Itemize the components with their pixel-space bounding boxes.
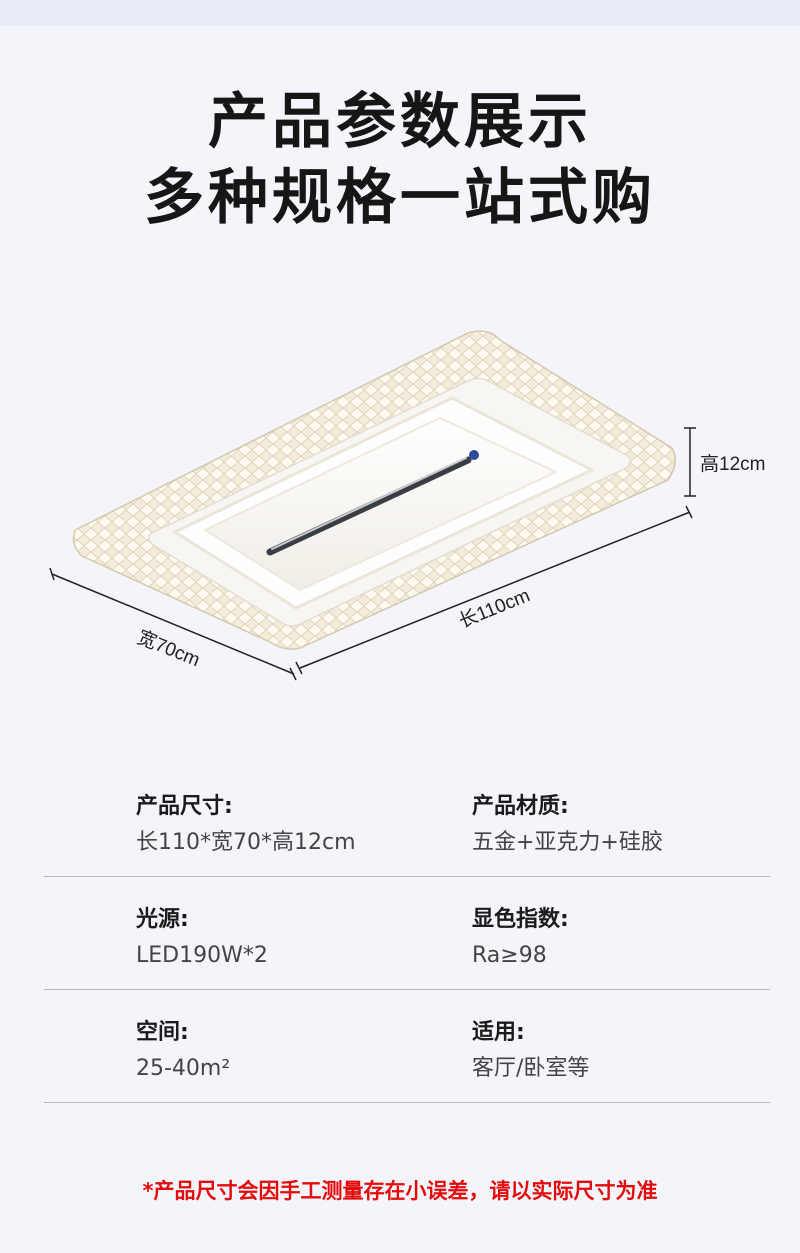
spec-label: 适用:	[472, 1020, 525, 1045]
divider	[44, 989, 770, 990]
spec-item-material: 产品材质: 五金+亚克力+硅胶	[472, 796, 663, 854]
ceiling-lamp-illustration: 高12cm 长110cm 宽70cm	[49, 330, 765, 681]
divider	[44, 1102, 770, 1103]
spec-value: Ra≥98	[472, 943, 547, 968]
lamp-body	[72, 330, 676, 650]
page-title-line1: 产品参数展示	[208, 87, 592, 157]
spec-item-usage: 适用: 客厅/卧室等	[472, 1022, 589, 1080]
length-label: 长110cm	[456, 584, 533, 632]
height-label: 高12cm	[700, 453, 765, 475]
spec-value: LED190W*2	[136, 943, 268, 968]
spec-label: 光源:	[136, 907, 189, 932]
spec-row: 空间: 25-40m² 适用: 客厅/卧室等	[44, 986, 770, 1103]
divider	[44, 876, 770, 877]
disclaimer-note: *产品尺寸会因手工测量存在小误差，请以实际尺寸为准	[142, 1179, 658, 1203]
spec-value: 五金+亚克力+硅胶	[472, 830, 663, 855]
spec-row: 产品尺寸: 长110*宽70*高12cm 产品材质: 五金+亚克力+硅胶	[44, 760, 770, 877]
spec-label: 产品尺寸:	[136, 794, 233, 819]
width-label: 宽70cm	[134, 626, 203, 671]
spec-item-cri: 显色指数: Ra≥98	[472, 909, 569, 967]
spec-value: 25-40m²	[136, 1056, 231, 1081]
spec-label: 显色指数:	[472, 907, 569, 932]
spec-value: 客厅/卧室等	[472, 1056, 590, 1081]
spec-row: 光源: LED190W*2 显色指数: Ra≥98	[44, 873, 770, 990]
spec-label: 产品材质:	[472, 794, 569, 819]
top-band	[0, 0, 800, 26]
spec-item-space: 空间: 25-40m²	[136, 1022, 230, 1080]
spec-table: 产品尺寸: 长110*宽70*高12cm 产品材质: 五金+亚克力+硅胶 光源:…	[44, 760, 770, 1103]
dimension-lines	[49, 427, 696, 681]
spec-item-size: 产品尺寸: 长110*宽70*高12cm	[136, 796, 356, 854]
spec-value: 长110*宽70*高12cm	[136, 830, 356, 855]
page-title-line2: 多种规格一站式购	[144, 163, 656, 233]
spec-item-light-source: 光源: LED190W*2	[136, 909, 268, 967]
spec-label: 空间:	[136, 1020, 189, 1045]
